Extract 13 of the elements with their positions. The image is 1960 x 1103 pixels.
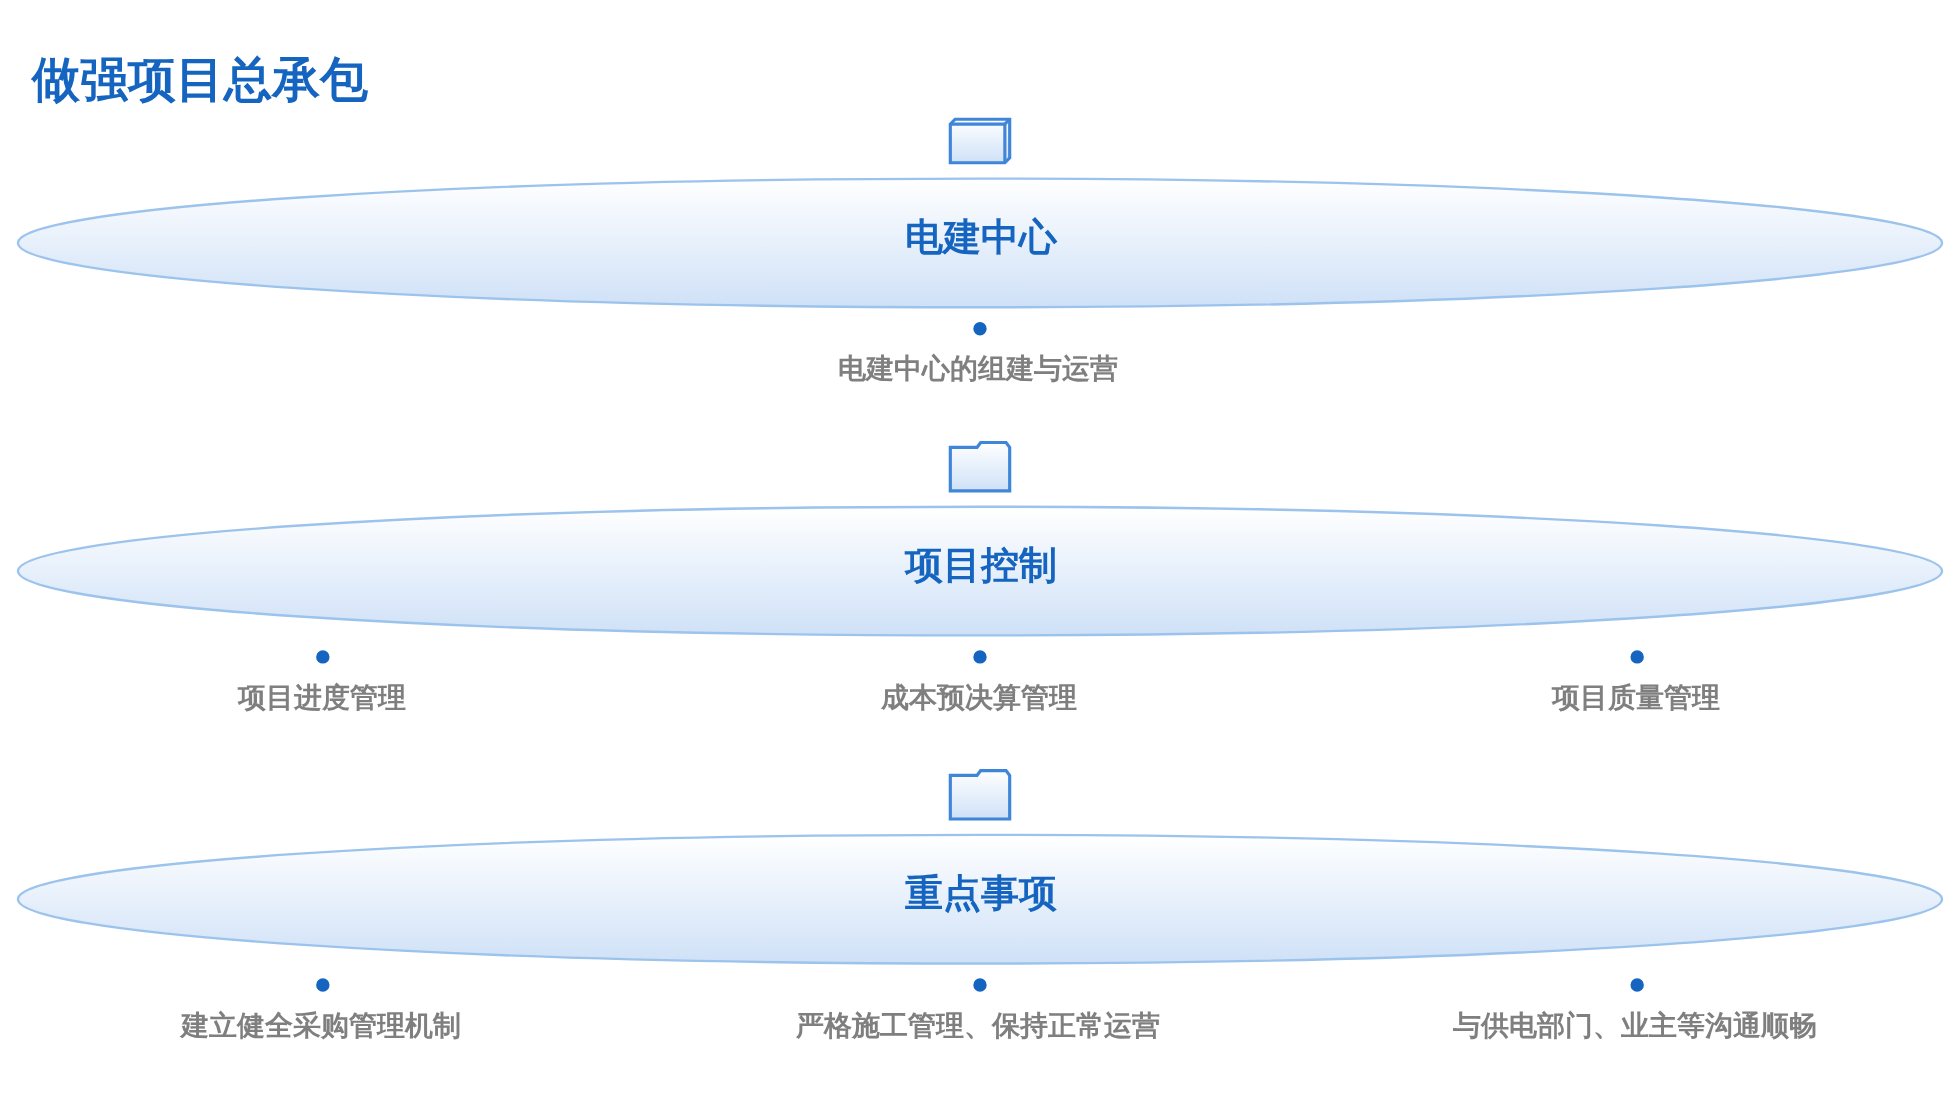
node-ellipse: 项目控制 [16,505,1944,637]
node-label: 项目进度管理 [237,680,406,714]
node-label: 与供电部门、业主等沟通顺畅 [1453,1008,1818,1042]
node-label: 成本预决算管理 [881,680,1078,714]
node-ellipse: 重点事项 [16,833,1944,965]
node-folder [948,440,1012,492]
node-label: 项目质量管理 [1552,680,1721,714]
node-folder [948,768,1012,821]
node-label: 电建中心的组建与运营 [838,351,1119,385]
node-ellipse: 电建中心 [16,176,1944,308]
diagram-title: 做强项目总承包 [31,51,368,107]
node-label: 严格施工管理、保持正常运营 [795,1008,1160,1042]
node-label: 建立健全采购管理机制 [181,1008,462,1042]
